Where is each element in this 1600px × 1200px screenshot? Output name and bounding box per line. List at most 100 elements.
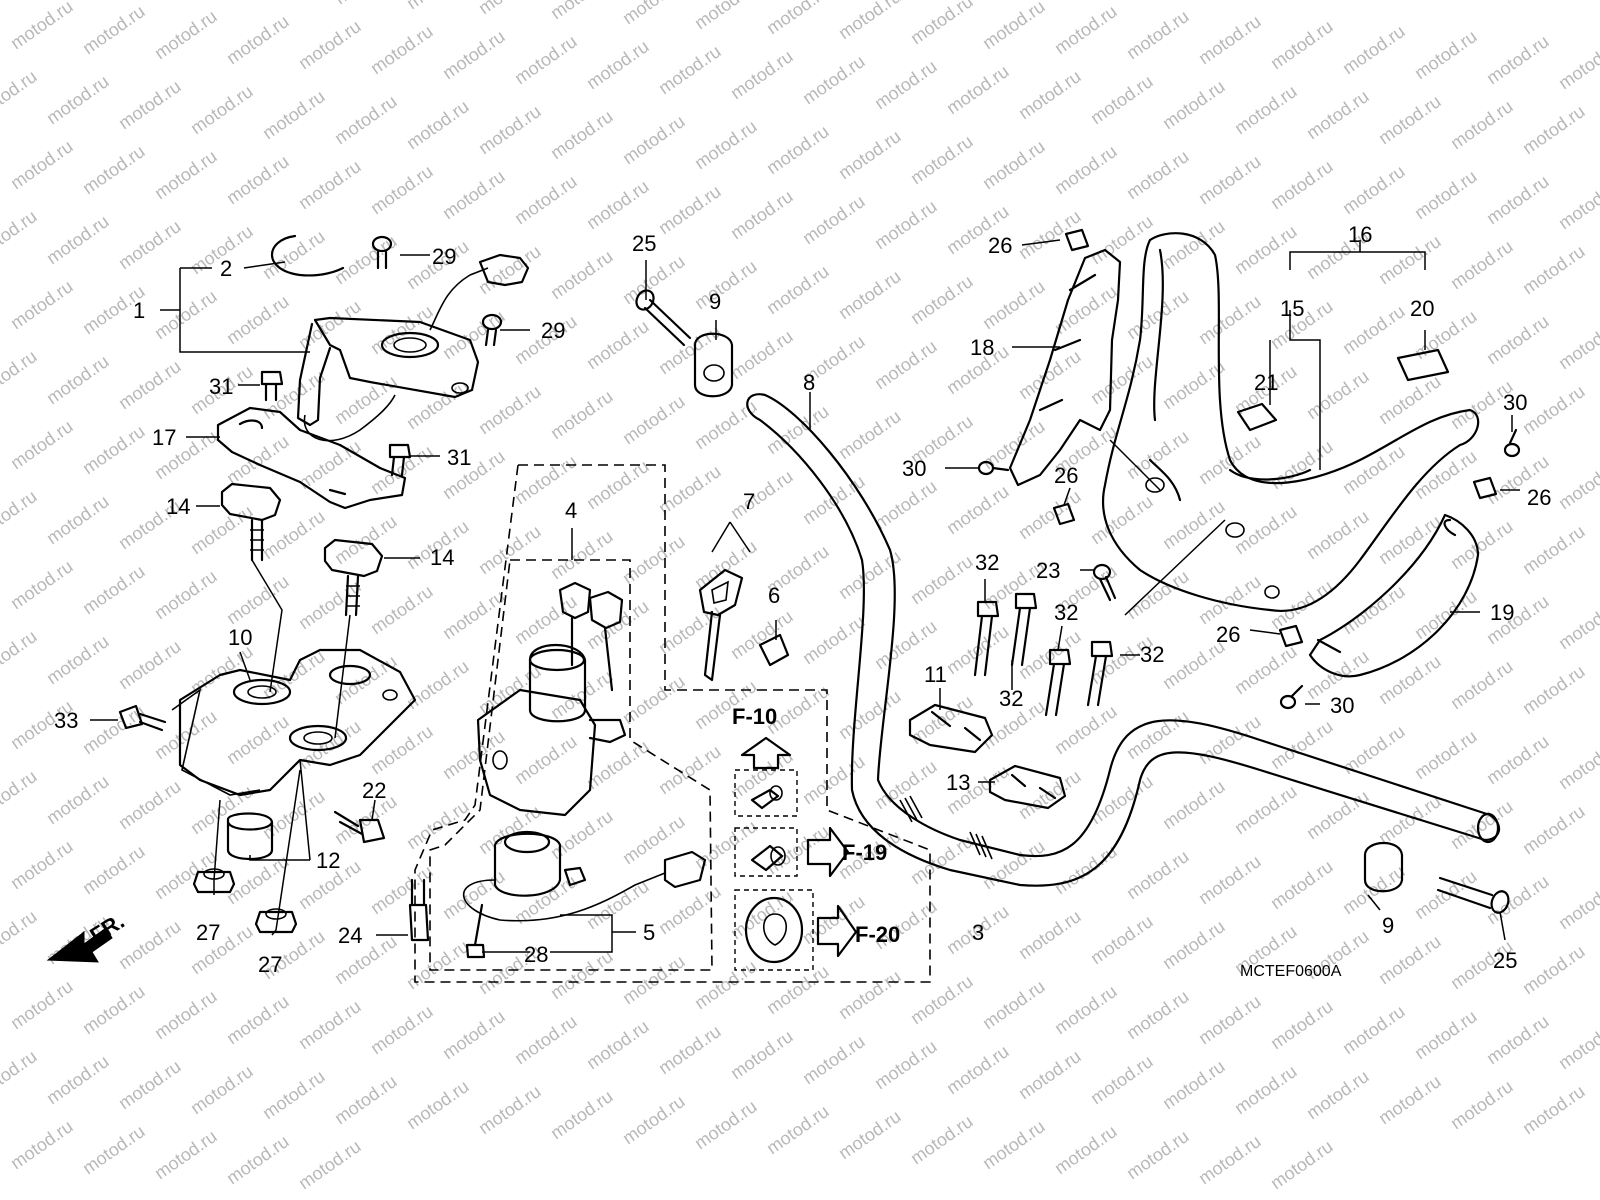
watermark-text: motod.ru (1339, 21, 1409, 78)
watermark-text: motod.ru (835, 966, 905, 1023)
watermark-text: motod.ru (1231, 641, 1301, 698)
callout-27b: 27 (258, 952, 282, 977)
callout-2: 2 (220, 256, 232, 281)
watermark-text: motod.ru (1195, 711, 1265, 768)
screw-25-lower (1436, 876, 1510, 914)
watermark-text: motod.ru (43, 491, 113, 548)
watermark-text: motod.ru (151, 846, 221, 903)
watermark-text: motod.ru (43, 631, 113, 688)
watermark-text: motod.ru (331, 91, 401, 148)
bolt-29-lower (481, 313, 503, 347)
watermark-text: motod.ru (7, 0, 77, 53)
callout-5: 5 (643, 920, 655, 945)
watermark-text: motod.ru (331, 371, 401, 428)
snap-ring-part (270, 234, 345, 277)
watermark-text: motod.ru (1339, 581, 1409, 638)
watermark-text: motod.ru (115, 76, 185, 133)
bolt-29-upper (371, 235, 393, 270)
watermark-text: motod.ru (619, 111, 689, 168)
side-cover-part (1308, 513, 1480, 678)
watermark-text: motod.ru (619, 811, 689, 868)
watermark-text: motod.ru (367, 161, 437, 218)
stem-plate-part (216, 406, 407, 510)
watermark-text: motod.ru (943, 1041, 1013, 1098)
watermark-text: motod.ru (439, 166, 509, 223)
callout-29a: 29 (432, 244, 456, 269)
seat-lock-part (462, 830, 707, 922)
watermark-text: motod.ru (475, 381, 545, 438)
watermark-text: motod.ru (691, 396, 761, 453)
watermark-text: motod.ru (583, 596, 653, 653)
watermark-text: motod.ru (1411, 166, 1481, 223)
watermark-text: motod.ru (1195, 571, 1265, 628)
callout-labels: 1 2 3 4 5 6 7 8 9 9 10 11 12 13 14 14 15… (54, 222, 1551, 977)
callout-7: 7 (743, 489, 755, 514)
callout-26c: 26 (1527, 485, 1551, 510)
watermark-text: motod.ru (1447, 236, 1517, 293)
watermark-text: motod.ru (1159, 776, 1229, 833)
front-direction-arrow-icon (46, 927, 113, 963)
watermark-text: motod.ru (403, 656, 473, 713)
watermark-text: motod.ru (403, 96, 473, 153)
watermark-text: motod.ru (7, 136, 77, 193)
leader-lines (90, 239, 1520, 953)
watermark-text: motod.ru (295, 996, 365, 1053)
callout-14a: 14 (166, 494, 190, 519)
callout-23: 23 (1036, 558, 1060, 583)
watermark-text: motod.ru (1195, 991, 1265, 1048)
watermark-text: motod.ru (979, 1116, 1049, 1173)
watermark-text: motod.ru (367, 721, 437, 778)
watermark-text: motod.ru (7, 556, 77, 613)
watermark-text: motod.ru (583, 1016, 653, 1073)
watermark-text: motod.ru (223, 1131, 293, 1188)
watermark-text: motod.ru (1051, 281, 1121, 338)
watermark-text: motod.ru (907, 831, 977, 888)
watermark-text: motod.ru (403, 936, 473, 993)
outline-assembly-4 (429, 559, 713, 971)
cover-hole-bottom (1264, 585, 1280, 599)
watermark-text: motod.ru (1483, 1011, 1553, 1068)
watermark-text: motod.ru (1159, 916, 1229, 973)
ref-f10: F-10 (732, 704, 777, 729)
watermark-text: motod.ru (1555, 36, 1600, 93)
watermark-text: motod.ru (763, 121, 833, 178)
reference-labels: F-10 F-19 F-20 (732, 704, 900, 947)
watermark-text: motod.ru (43, 211, 113, 268)
watermark-text: motod.ru (79, 141, 149, 198)
callout-19: 19 (1490, 600, 1514, 625)
ignition-switch-part (476, 581, 627, 817)
watermark-text: motod.ru (1267, 16, 1337, 73)
watermark-text: motod.ru (0, 906, 40, 963)
cover-bracket-part (1008, 248, 1122, 487)
callout-12: 12 (316, 848, 340, 873)
watermark-text: motod.ru (223, 991, 293, 1048)
watermark-text: motod.ru (799, 751, 869, 808)
watermark-text: motod.ru (979, 136, 1049, 193)
watermark-text: motod.ru (1411, 866, 1481, 923)
watermark-text: motod.ru (583, 176, 653, 233)
callout-11: 11 (924, 662, 947, 687)
watermark-text: motod.ru (1555, 596, 1600, 653)
watermark-text: motod.ru (187, 1061, 257, 1118)
watermark-text: motod.ru (1375, 1071, 1445, 1128)
watermark-text: motod.ru (43, 1051, 113, 1108)
watermark-text: motod.ru (655, 41, 725, 98)
watermark-text: motod.ru (1519, 1081, 1589, 1138)
watermark-text: motod.ru (763, 1101, 833, 1158)
callout-25b: 25 (1493, 948, 1517, 973)
watermark-text: motod.ru (1519, 241, 1589, 298)
watermark-text: motod.ru (115, 356, 185, 413)
watermark-text: motod.ru (1267, 996, 1337, 1053)
callout-32b: 32 (999, 686, 1023, 711)
watermark-text: motod.ru (1375, 231, 1445, 288)
watermark-text: motod.ru (403, 0, 473, 13)
bolt-24 (408, 878, 430, 942)
watermark-text: motod.ru (835, 126, 905, 183)
watermark-text: motod.ru (907, 0, 977, 48)
watermark-text: motod.ru (547, 526, 617, 583)
handlebar-holder-upper (220, 482, 282, 562)
watermark-text: motod.ru (799, 1031, 869, 1088)
watermark-text: motod.ru (295, 1136, 365, 1193)
watermark-text: motod.ru (295, 16, 365, 73)
watermark-text: motod.ru (1411, 586, 1481, 643)
